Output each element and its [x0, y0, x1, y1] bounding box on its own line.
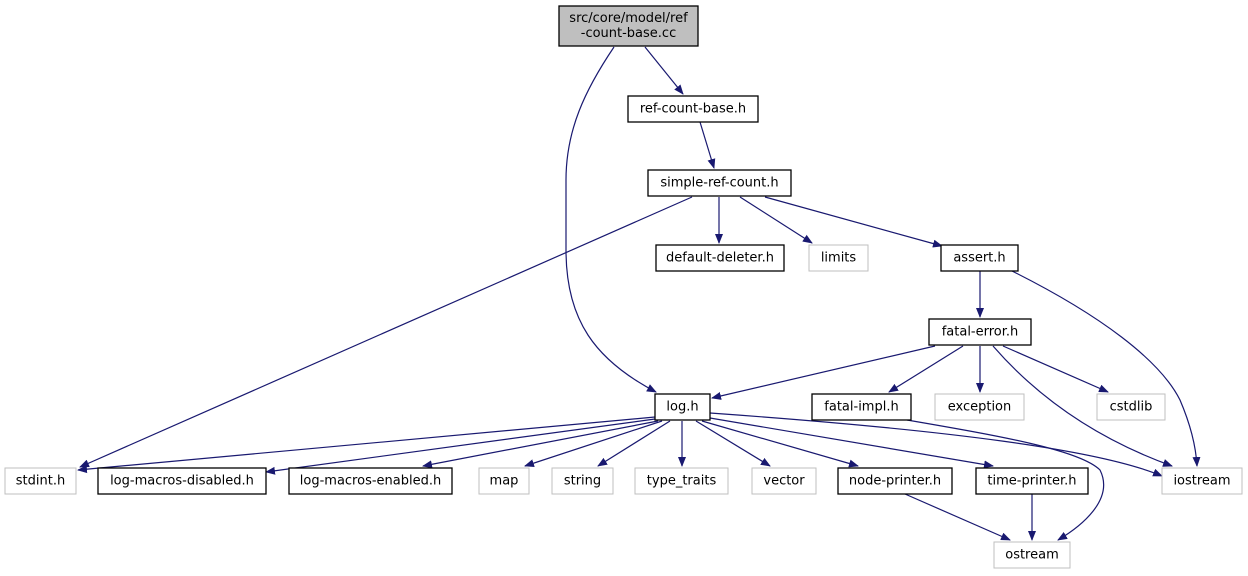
node-box: [647, 169, 792, 197]
node-log-h[interactable]: log.h: [654, 393, 711, 421]
node-label: limits: [821, 251, 857, 266]
node-map: map: [478, 467, 530, 495]
node-ref-count-base-h[interactable]: ref-count-base.h: [627, 95, 759, 123]
node-log-macros-disabled-h[interactable]: log-macros-disabled.h: [97, 467, 267, 495]
node-ostream: ostream: [993, 541, 1071, 569]
node-exception: exception: [934, 393, 1025, 421]
node-label: stdint.h: [16, 474, 65, 489]
node-box: [975, 467, 1089, 495]
node-label: exception: [948, 400, 1012, 415]
node-limits: limits: [808, 244, 869, 272]
node-label: ostream: [1005, 548, 1059, 563]
node-box: [928, 318, 1032, 346]
node-assert-h[interactable]: assert.h: [940, 244, 1019, 272]
edge-node-printer-h-to-ostream: [904, 493, 1011, 541]
node-label: log-macros-disabled.h: [110, 474, 254, 489]
edge-assert-h-to-iostream: [1011, 270, 1201, 467]
node-label: -count-base.cc: [581, 26, 676, 41]
node-simple-ref-count-h[interactable]: simple-ref-count.h: [647, 169, 792, 197]
node-box: [751, 467, 817, 495]
edge-fatal-error-h-to-iostream: [992, 345, 1173, 467]
node-label: log.h: [666, 400, 698, 415]
node-label: iostream: [1173, 474, 1230, 489]
node-label: map: [490, 474, 519, 489]
node-box: [934, 393, 1025, 421]
edges-layer: [77, 46, 1201, 541]
node-log-macros-enabled-h[interactable]: log-macros-enabled.h: [288, 467, 453, 495]
node-label: type_traits: [647, 474, 717, 489]
edge-log-h-to-string: [597, 420, 671, 467]
edge-log-h-to-vector: [695, 420, 771, 467]
node-box: [1161, 467, 1243, 495]
edge-log-h-to-log-macros-disabled-h: [265, 418, 656, 475]
node-string: string: [551, 467, 614, 495]
node-box: [558, 5, 699, 47]
node-box: [993, 541, 1071, 569]
node-box: [288, 467, 453, 495]
node-root: src/core/model/ref-count-base.cc: [558, 5, 699, 47]
node-label: ref-count-base.h: [640, 102, 746, 117]
node-box: [1096, 393, 1166, 421]
node-label: src/core/model/ref: [569, 11, 688, 26]
node-label: string: [564, 474, 601, 489]
node-fatal-impl-h[interactable]: fatal-impl.h: [811, 393, 912, 421]
edge-log-h-to-node-printer-h: [701, 420, 859, 468]
node-label: vector: [763, 474, 805, 489]
edge-log-h-to-time-printer-h: [709, 417, 994, 469]
edge-fatal-error-h-to-fatal-impl-h: [888, 345, 964, 393]
node-box: [634, 467, 729, 495]
node-label: cstdlib: [1110, 400, 1153, 415]
node-iostream: iostream: [1161, 467, 1243, 495]
node-label: fatal-impl.h: [824, 400, 898, 415]
node-box: [837, 467, 953, 495]
node-box: [940, 244, 1019, 272]
node-label: node-printer.h: [849, 474, 941, 489]
nodes-layer: src/core/model/ref-count-base.cc ref-coun…: [4, 5, 1243, 569]
node-box: [478, 467, 530, 495]
node-label: fatal-error.h: [942, 325, 1019, 340]
edge-fatal-impl-h-to-ostream: [906, 419, 1105, 541]
edge-fatal-error-h-to-cstdlib: [1002, 345, 1109, 393]
edge-simple-ref-count-h-to-limits: [739, 196, 813, 244]
edge-root-to-ref-count-base-h: [644, 46, 684, 95]
node-time-printer-h[interactable]: time-printer.h: [975, 467, 1089, 495]
edge-ref-count-base-h-to-simple-ref-count-h: [699, 121, 716, 169]
node-type-traits: type_traits: [634, 467, 729, 495]
node-label: simple-ref-count.h: [660, 176, 778, 191]
edge-fatal-error-h-to-log-h: [711, 345, 936, 400]
node-label: log-macros-enabled.h: [300, 474, 441, 489]
edge-log-h-to-stdint-h: [77, 416, 656, 474]
node-box: [808, 244, 869, 272]
edge-simple-ref-count-h-to-stdint-h: [79, 196, 693, 468]
node-box: [655, 244, 785, 272]
node-box: [654, 393, 711, 421]
node-label: assert.h: [953, 251, 1005, 266]
node-fatal-error-h[interactable]: fatal-error.h: [928, 318, 1032, 346]
node-box: [4, 467, 77, 495]
node-default-deleter-h[interactable]: default-deleter.h: [655, 244, 785, 272]
node-box: [811, 393, 912, 421]
node-box: [551, 467, 614, 495]
edge-log-h-to-iostream: [709, 412, 1163, 477]
node-cstdlib: cstdlib: [1096, 393, 1166, 421]
edge-log-h-to-map: [524, 420, 663, 467]
node-box: [97, 467, 267, 495]
node-node-printer-h[interactable]: node-printer.h: [837, 467, 953, 495]
edge-log-h-to-log-macros-enabled-h: [422, 420, 659, 469]
node-box: [627, 95, 759, 123]
edge-simple-ref-count-h-to-assert-h: [764, 196, 943, 248]
node-label: time-printer.h: [987, 474, 1076, 489]
edge-root-to-log-h: [565, 46, 657, 393]
node-stdint-h: stdint.h: [4, 467, 77, 495]
node-vector: vector: [751, 467, 817, 495]
node-label: default-deleter.h: [666, 251, 774, 266]
